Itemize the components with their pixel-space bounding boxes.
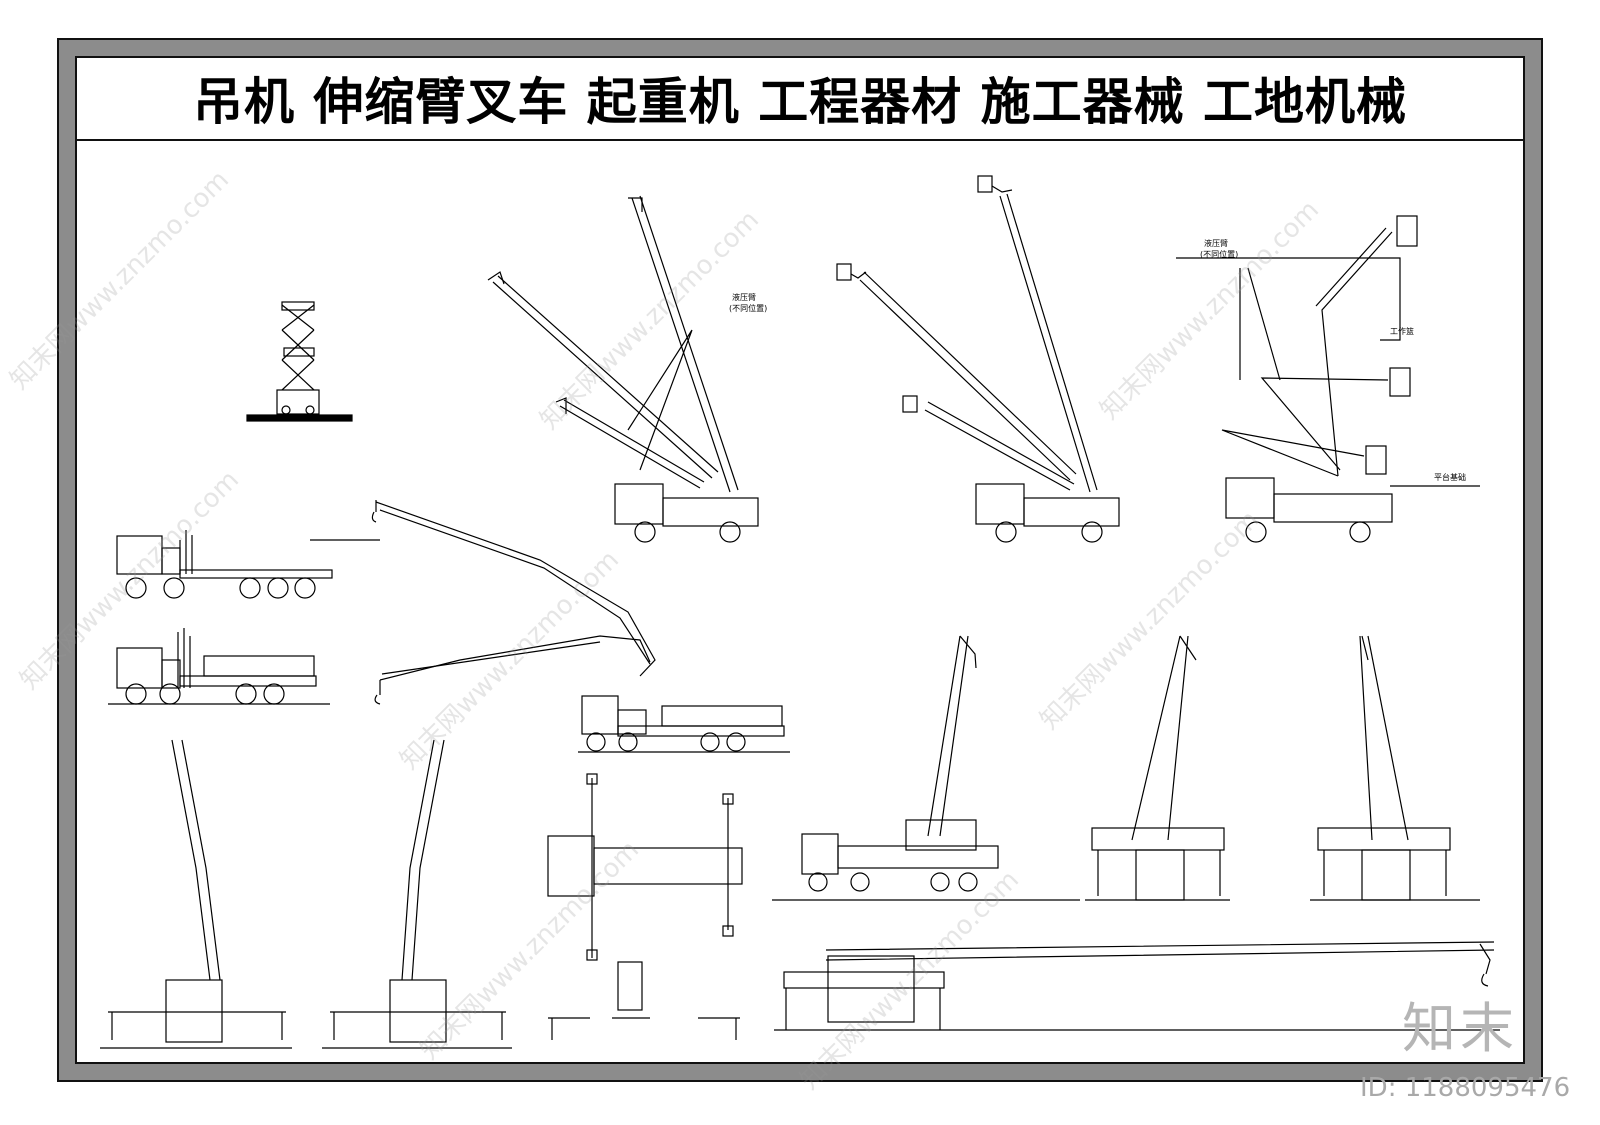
knuckle-crane-front-view-1 (100, 739, 292, 1049)
telescopic-crane-truck-positions: 液压臂 (不同位置) (487, 195, 767, 543)
page-title: 吊机 伸缩臂叉车 起重机 工程器材 施工器械 工地机械 (192, 72, 1408, 131)
flatbed-crane-truck (116, 530, 333, 599)
cargo-crane-truck (108, 628, 330, 705)
label-diff-positions-1: (不同位置) (729, 303, 767, 313)
watermark-logo: 知末 (1402, 997, 1518, 1060)
crane-plan-view (547, 773, 743, 961)
label-work-basket: 工作篮 (1390, 326, 1414, 336)
label-diff-positions-2: (不同位置) (1200, 249, 1238, 259)
mobile-crane-front-view-1 (1085, 635, 1230, 901)
mobile-crane-side-view (772, 635, 1080, 901)
knuckle-crane-front-view-2 (322, 739, 512, 1049)
small-knuckle-crane (548, 961, 740, 1040)
label-hydraulic-arm-2: 液压臂 (1204, 238, 1228, 248)
title-band: 吊机 伸缩臂叉车 起重机 工程器材 施工器械 工地机械 (75, 56, 1525, 141)
drawing-frame-inner (75, 56, 1525, 1064)
watermark-id: ID: 1188095476 (1360, 1073, 1571, 1103)
label-platform-base: 平台基础 (1434, 472, 1466, 482)
mobile-crane-front-view-2 (1310, 635, 1480, 901)
knuckle-boom-truck (310, 500, 790, 753)
aerial-lift-truck-positions (836, 175, 1120, 543)
articulating-bucket-truck: 液压臂 (不同位置) 工作篮 平台基础 (1176, 215, 1480, 543)
label-hydraulic-arm-1: 液压臂 (732, 292, 756, 302)
scissor-lift-drawing (246, 301, 353, 422)
extended-boom-crane (774, 941, 1500, 1031)
